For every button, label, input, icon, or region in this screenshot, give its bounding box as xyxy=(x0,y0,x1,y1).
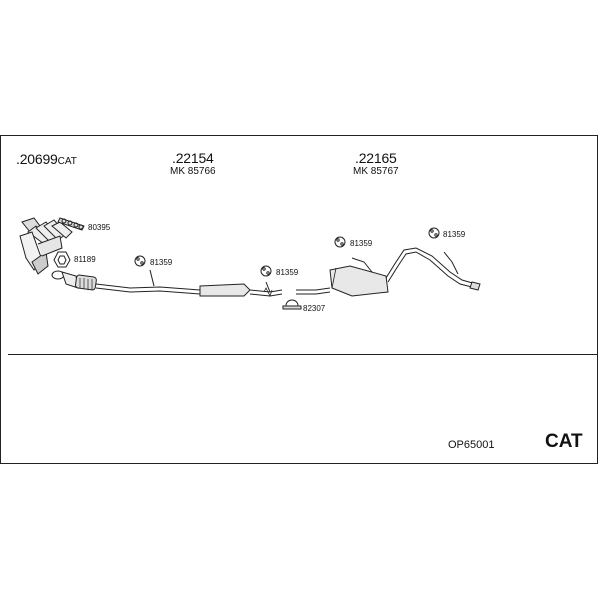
part-suffix-cat: CAT xyxy=(57,156,77,167)
front-pipe-icon xyxy=(51,270,201,295)
gasket-icon xyxy=(57,217,85,231)
diagram-frame xyxy=(0,135,598,464)
ring-gasket-icon xyxy=(53,251,71,268)
middle-silencer-icon xyxy=(199,283,283,298)
part-number-middle-silencer: .22154 xyxy=(172,150,214,166)
manifold-icon xyxy=(19,217,73,275)
cat-label: CAT xyxy=(545,431,583,452)
rubber-mount-icon xyxy=(260,265,272,277)
diagram-divider xyxy=(8,354,598,355)
callout-hanger-b: 81359 xyxy=(276,268,299,277)
callout-gasket: 80395 xyxy=(88,223,111,232)
callout-clamp: 82307 xyxy=(303,304,326,313)
diagram-code: OP65001 xyxy=(448,439,495,451)
hanger-b-wire xyxy=(265,281,271,293)
callout-hanger-c: 81359 xyxy=(350,239,373,248)
part-number-rear-silencer: .22165 xyxy=(355,150,397,166)
mk-number-rear-silencer: MK 85767 xyxy=(353,166,399,177)
part-number-catalyst: .20699 xyxy=(16,151,58,167)
rubber-mount-icon xyxy=(334,236,346,248)
rubber-mount-icon xyxy=(428,227,440,239)
hanger-a-wire xyxy=(149,269,155,287)
mk-number-middle-silencer: MK 85766 xyxy=(170,166,216,177)
rear-silencer-icon xyxy=(296,247,481,297)
clamp-icon xyxy=(282,299,302,310)
callout-hanger-d: 81359 xyxy=(443,230,466,239)
rubber-mount-icon xyxy=(134,255,146,267)
part-label-catalyst: .20699CAT xyxy=(16,152,77,168)
callout-ring: 81189 xyxy=(74,255,96,264)
callout-hanger-a: 81359 xyxy=(150,258,173,267)
